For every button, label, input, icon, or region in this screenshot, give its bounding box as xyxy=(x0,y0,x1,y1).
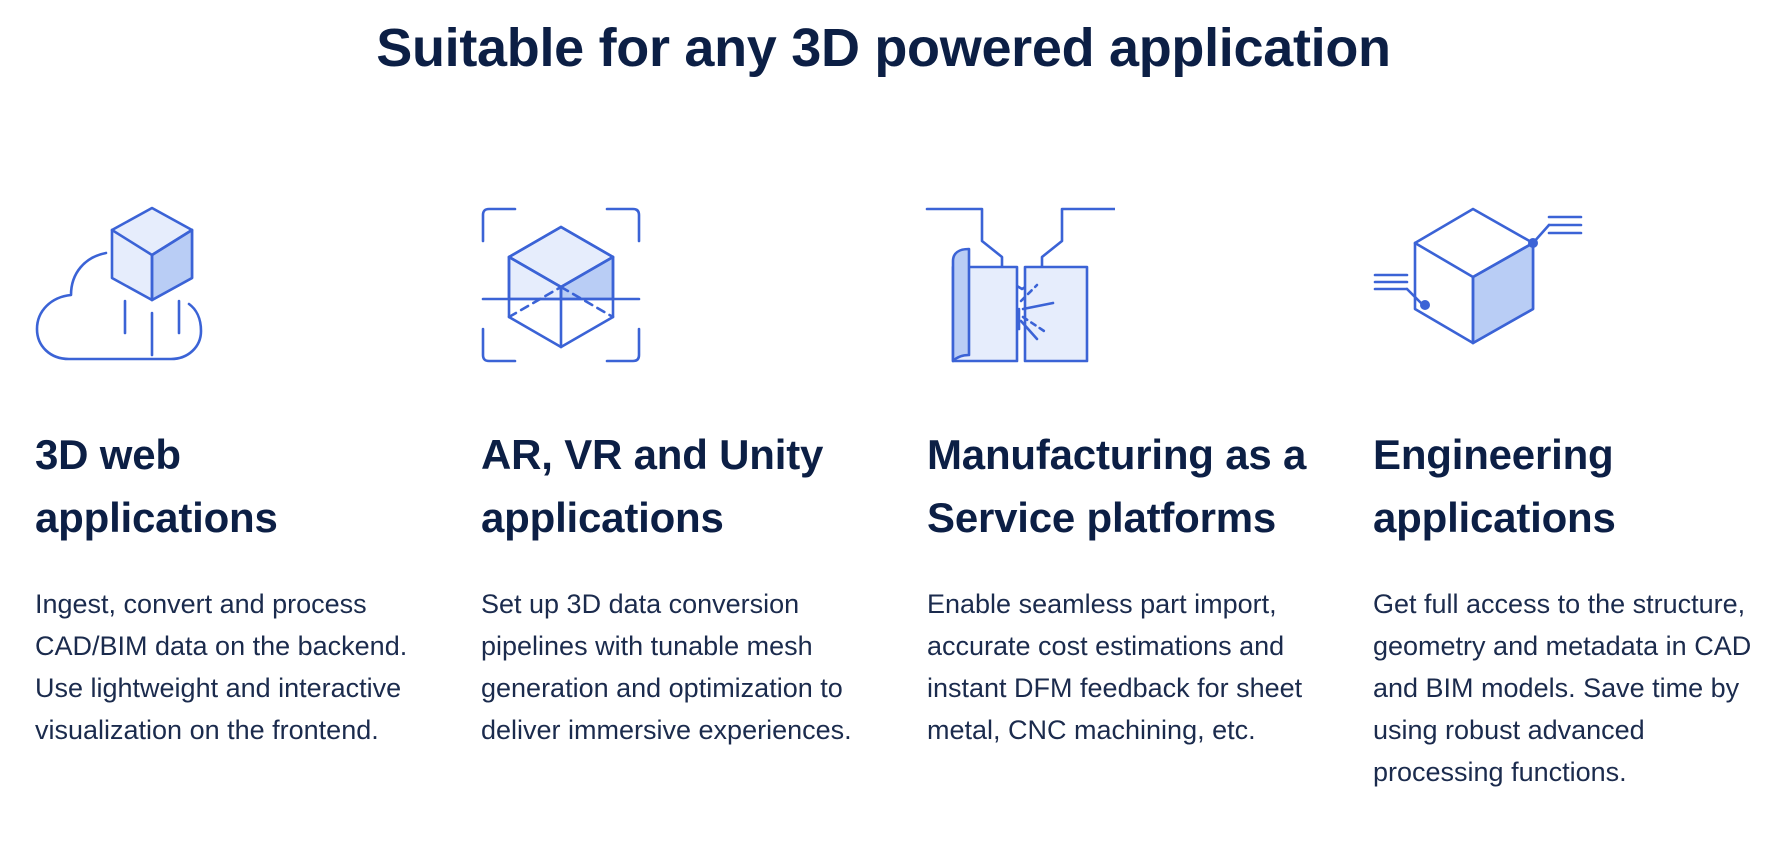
card-description: Enable seamless part import, accurate co… xyxy=(927,589,1303,745)
page-title: Suitable for any 3D powered application xyxy=(376,18,1391,78)
card-title: Manufacturing as a Service platforms xyxy=(927,431,1307,541)
ar-scan-cube-icon xyxy=(481,207,641,363)
card-engineering-applications: Engineering applications Get full access… xyxy=(1373,205,1763,793)
card-ar-vr-unity-applications: AR, VR and Unity applications Set up 3D … xyxy=(481,205,881,751)
card-manufacturing-as-a-service: Manufacturing as a Service platforms Ena… xyxy=(925,205,1317,751)
sheet-metal-press-icon xyxy=(925,207,1115,363)
card-description: Set up 3D data conversion pipelines with… xyxy=(481,589,852,745)
engineering-cube-icon xyxy=(1373,207,1583,345)
card-title: 3D web applications xyxy=(35,431,278,541)
card-title: Engineering applications xyxy=(1373,431,1616,541)
card-description: Ingest, convert and process CAD/BIM data… xyxy=(35,589,408,745)
card-3d-web-applications: 3D web applications Ingest, convert and … xyxy=(35,205,415,751)
cloud-cube-icon xyxy=(35,206,203,361)
card-description: Get full access to the structure, geomet… xyxy=(1373,589,1752,787)
card-title: AR, VR and Unity applications xyxy=(481,431,824,541)
